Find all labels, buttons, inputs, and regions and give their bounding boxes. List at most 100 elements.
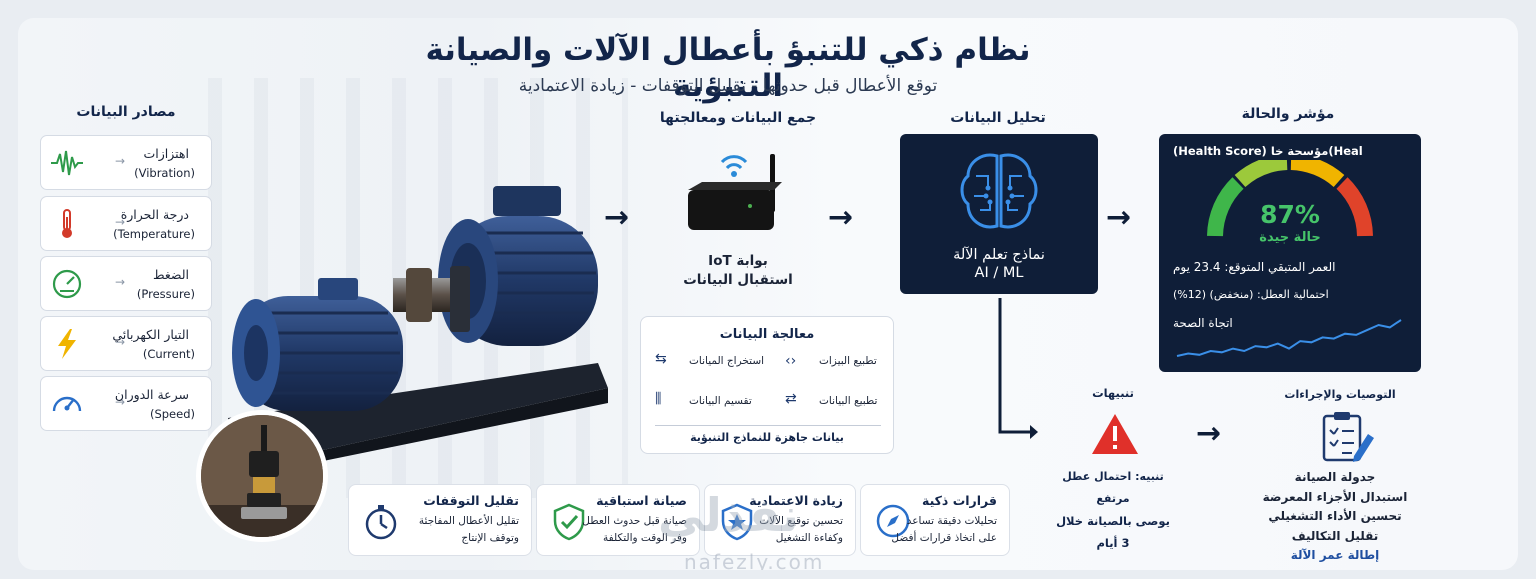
thermometer-icon [62,209,72,238]
benefit-line: وتوقف الإنتاج [461,532,519,544]
health-section-title: مؤشر والحالة [1241,106,1335,122]
recommendations-title: التوصيات والإجراءات [1284,388,1396,401]
gateway-line-1: بوابة IoT [708,253,768,269]
benefit-title: زيادة الاعتمادية [749,493,843,508]
sources-title: مصادر البيانات [76,104,176,120]
health-panel-title: (Health Score) مؤسحة خا(Heal [1173,144,1363,158]
flow-arrow-1: → [604,200,630,235]
watermark-url: nafezly.com [684,550,825,570]
processing-item: استخراج الميانات [689,355,765,367]
benefit-reliability: زيادة الاعتمادية تحسين توقيع الآلات وكفا… [704,484,856,556]
page-subtitle: توقع الأعطال قبل حدوثها - تقليل التوقفات… [518,76,938,96]
model-line-1: نماذج تعلم الآلة [953,247,1045,263]
source-label-en: (Pressure) [136,287,195,301]
arrow-icon: → [115,335,126,349]
arrow-icon: → [115,154,126,168]
clipboard-checklist-icon [1322,412,1374,462]
health-score-panel: (Health Score) مؤسحة خا(Heal 87% حالة جي… [1159,134,1421,372]
flow-arrow-2: → [828,200,854,235]
iot-gateway-icon [688,154,782,230]
flow-arrow-3: → [1106,200,1132,235]
recommendation-item: إطالة عمر الآلة [1290,548,1380,562]
split-bars-icon: ⫼ [655,391,662,407]
source-label-ar: سرعة الدوران [114,387,189,402]
recommendation-item: تحسين الأداء التشغيلي [1268,509,1402,523]
health-trend-chart [1176,319,1402,357]
page-title: نظام ذكي للتنبؤ بأعطال الآلات والصيانة ا… [425,32,1031,104]
arrow-icon: → [115,215,126,229]
recommendation-item: استبدال الأجزاء المعرضة [1262,489,1408,504]
benefit-smart-decisions: قرارات ذكية تحليلات دقيقة تساعد على اتخا… [860,484,1010,556]
health-status: حالة جيدة [1259,230,1321,245]
model-line-2: AI / ML [974,265,1024,281]
brain-circuit-icon [960,153,1038,229]
source-label-ar: اهتزازات [143,146,189,161]
recommendations-list: جدولة الصيانة استبدال الأجزاء المعرضة تح… [1252,468,1418,566]
alert-line-1: تنبيه: احتمال عطل مرتفع [1062,470,1164,505]
collection-title: جمع البيانات ومعالجتها [659,110,817,126]
ai-model-panel: نماذج تعلم الآلة AI / ML [900,134,1098,294]
data-processing-panel: معالجة البيانات ‹› تطبيع البيزات ⇆ استخر… [640,316,894,454]
benefit-line: تحسين توقيع الآلات [759,515,843,527]
source-label-ar: الضغط [152,267,189,282]
stopwatch-icon [365,505,397,540]
vibration-wave-icon [51,150,83,176]
source-vibration: → اهتزازات (Vibration) [40,135,212,190]
compass-icon [876,504,910,538]
processing-item: تقسيم البيانات [689,395,752,407]
recommendation-item: جدولة الصيانة [1294,470,1376,484]
processing-title: معالجة البيانات [719,327,815,342]
benefit-description: تقليل الأعطال المفاجئة وتوقف الإنتاج [419,513,519,547]
health-trend-line [1176,319,1402,357]
processing-item: تطبيع البيانات [819,395,878,407]
trend-label: اتجاة الصحة [1173,316,1233,330]
alert-line-2: يوصى بالصيانة خلال [1056,514,1170,528]
pressure-gauge-icon [52,269,82,299]
source-label-en: (Temperature) [113,227,195,241]
benefit-description: صيانة قبل حدوث العطل وفر الوقت والتكلفة [582,513,687,547]
warning-triangle-icon [1092,414,1138,454]
health-score-value: 87% [1260,200,1320,229]
benefit-line: صيانة قبل حدوث العطل [582,515,687,527]
code-brackets-icon: ‹› [785,353,797,369]
failure-probability: احتمالية العطل: (منخفض) (12%) [1173,288,1329,301]
benefit-proactive-maintenance: صيانة استباقية صيانة قبل حدوث العطل وفر … [536,484,700,556]
benefit-line: وكفاءة التشغيل [775,532,843,544]
alert-line-3: 3 أيام [1096,536,1130,550]
benefit-title: قرارات ذكية [921,493,997,508]
arrow-icon: → [115,395,126,409]
alerts-title: تنبيهات [1092,386,1134,400]
iot-gateway-label: بوابة IoT استقبال البيانات [678,252,798,290]
benefit-title: صيانة استباقية [596,493,687,508]
ai-model-label: نماذج تعلم الآلة AI / ML [900,246,1098,282]
watermark-logo: نفذلي [658,488,799,542]
flow-arrow-4: → [1196,416,1222,451]
shield-check-icon [553,503,585,541]
source-temperature: → درجة الحرارة (Temperature) [40,196,212,251]
recommendation-item: تقليل التكاليف [1291,528,1379,543]
analysis-title: تحليل البيانات [950,110,1046,126]
industrial-motor-illustration [228,186,608,478]
normalize-arrows-icon: ⇄ [785,391,797,407]
remaining-life: العمر المتبقي المتوقع: 23.4 يوم [1173,260,1336,274]
infographic-card: نظام ذكي للتنبؤ بأعطال الآلات والصيانة ا… [18,18,1518,570]
health-gauge [1207,160,1373,237]
speedometer-icon [52,396,82,412]
benefit-description: تحليلات دقيقة تساعد على اتخاذ قرارات أفض… [891,513,997,547]
shield-star-icon [721,503,753,541]
benefit-line: تحليلات دقيقة تساعد [906,515,997,527]
ai-to-alert-connector [998,298,1038,439]
source-speed: → سرعة الدوران (Speed) [40,376,212,431]
source-label-en: (Current) [142,347,195,361]
source-label-ar: التيار الكهربائي [112,327,189,342]
benefit-title: تقليل التوقفات [423,493,519,508]
source-label-en: (Vibration) [134,166,195,180]
arrow-icon: → [115,275,126,289]
source-pressure: → الضغط (Pressure) [40,256,212,311]
source-label-ar: درجة الحرارة [120,207,189,222]
processing-footer: بيانات جاهزة للنماذج التنبؤية [690,431,844,444]
gateway-line-2: استقبال البيانات [683,272,793,288]
lightning-bolt-icon [58,329,76,359]
benefit-line: وفر الوقت والتكلفة [603,532,687,544]
benefit-reduce-downtime: تقليل التوقفات تقليل الأعطال المفاجئة وت… [348,484,532,556]
